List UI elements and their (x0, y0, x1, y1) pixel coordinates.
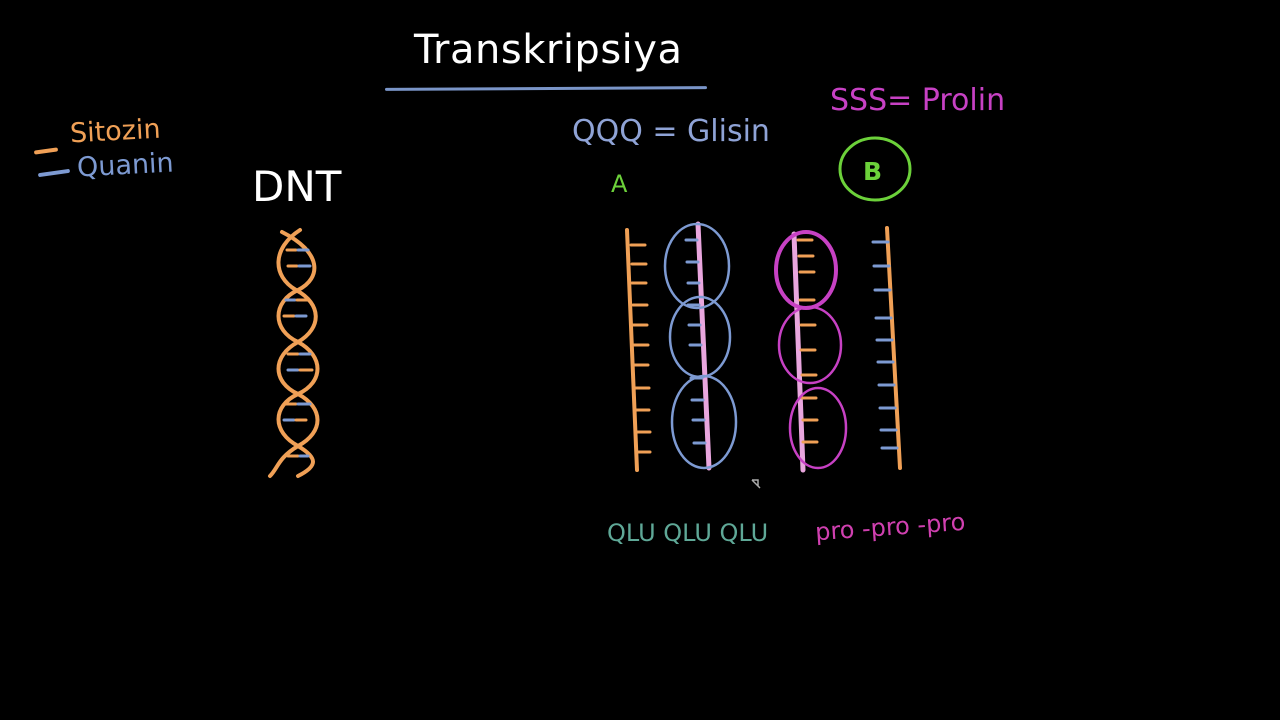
panel-a (625, 221, 738, 472)
glycine-codon-label: QQQ = Glisin (572, 114, 770, 149)
page-title: Transkripsiya (414, 27, 683, 73)
pointer-icon (751, 479, 761, 489)
rna-strand-a (695, 221, 712, 471)
codon-circle (670, 374, 738, 470)
dna-strand-2 (268, 228, 320, 478)
panel-a-label: A (611, 170, 628, 198)
panel-b-label: B (863, 157, 883, 186)
dna-template-strand-a (625, 228, 639, 472)
dna-template-strand-b (885, 226, 902, 470)
panel-b-circle (838, 136, 912, 202)
dna-helix (268, 228, 320, 478)
proline-codon-label: SSS= Prolin (830, 83, 1006, 118)
glycine-chain-label: QLU QLU QLU (607, 519, 769, 547)
codon-circle (663, 222, 731, 310)
panel-b (774, 226, 902, 473)
codon-circle (788, 386, 848, 470)
codon-circle (777, 305, 843, 385)
dna-label: DNT (252, 162, 342, 211)
codon-circle (774, 230, 838, 310)
rna-strand-b (791, 231, 806, 473)
